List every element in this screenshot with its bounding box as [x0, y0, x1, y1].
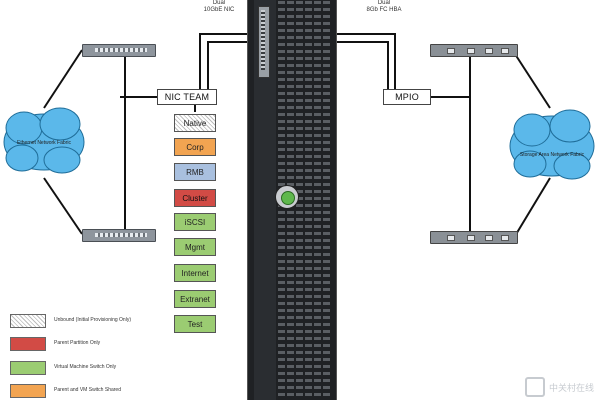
watermark-text: 中关村在线	[548, 382, 594, 393]
power-button-icon	[275, 185, 299, 209]
role-mgmt: Mgmt	[174, 238, 216, 256]
blade-server-icon	[247, 0, 337, 400]
mpio-label: MPIO	[383, 89, 431, 105]
role-corp: Corp	[174, 138, 216, 156]
legend-swatch-parent-partition	[10, 337, 46, 351]
legend-swatch-shared	[10, 384, 46, 398]
nic-ports-label: Dual 10GbE NIC	[196, 0, 242, 14]
role-iscsi: iSCSI	[174, 213, 216, 231]
legend-swatch-unbound	[10, 314, 46, 328]
role-cluster: Cluster	[174, 189, 216, 207]
hba-ports-label-line2: 8Gb FC HBA	[366, 7, 402, 13]
hba-ports-label-line1: Dual	[377, 0, 391, 6]
hba-ports-label: Dual 8Gb FC HBA	[358, 0, 410, 14]
legend-swatch-vm-switch	[10, 361, 46, 375]
role-extranet: Extranet	[174, 290, 216, 308]
legend-label-parent-partition: Parent Partition Only	[54, 340, 101, 346]
zol-logo-icon	[524, 377, 545, 397]
ethernet-cloud-icon	[3, 107, 85, 174]
legend-label-unbound: Unbound (Initial Provisioning Only)	[54, 317, 131, 323]
ethernet-switch-bottom-icon	[82, 229, 156, 242]
watermark: 中关村在线	[514, 376, 594, 398]
nic-ports-label-line1: Dual	[212, 0, 226, 6]
role-internet: Internet	[174, 264, 216, 282]
san-cloud-icon	[509, 109, 595, 180]
ethernet-cloud-label: Ethernet Network Fabric	[17, 140, 71, 146]
san-switch-top-icon	[430, 44, 518, 57]
san-switch-bottom-icon	[430, 231, 518, 244]
role-native: Native	[174, 114, 216, 132]
role-test: Test	[174, 315, 216, 333]
ethernet-switch-top-icon	[82, 44, 156, 57]
nic-team-label: NIC TEAM	[157, 89, 217, 105]
nic-ports-label-line2: 10GbE NIC	[203, 7, 235, 13]
legend-label-vm-switch: Virtual Machine Switch Only	[54, 364, 117, 370]
san-cloud-label: Storage Area Network Fabric	[519, 152, 585, 158]
role-rmb: RMB	[174, 163, 216, 181]
legend-label-shared: Parent and VM Switch Shared	[54, 387, 121, 393]
